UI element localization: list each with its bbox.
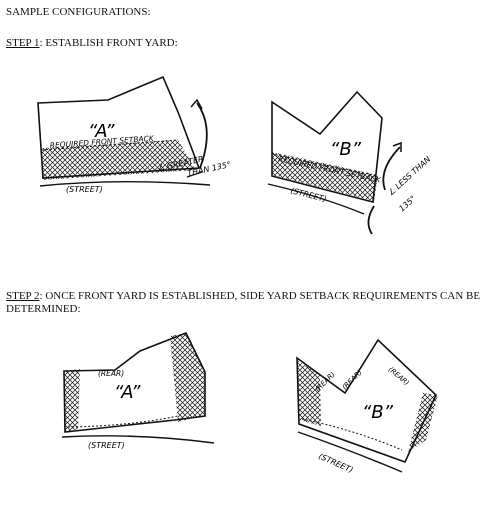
- lot2-b-setback-line: [301, 418, 403, 451]
- step-1-heading: STEP 1: ESTABLISH FRONT YARD:: [6, 37, 178, 50]
- lot-a-arrow-head: [190, 98, 203, 110]
- step1-lot-a: “A” REQUIRED FRONT SETBACK (STREET) ∠ GR…: [37, 75, 232, 194]
- lot2-a-rear-label: (REAR): [98, 369, 124, 378]
- lot-b-curl-arrow: [367, 205, 375, 235]
- page-title: SAMPLE CONFIGURATIONS:: [6, 6, 151, 18]
- step2-lot-b: “B” (REAR) (REAR) (REAR) (STREET): [296, 338, 438, 475]
- lot-a-angle-arrow: [196, 102, 208, 169]
- lot-b-angle-line1: ∠ LESS THAN: [386, 155, 432, 198]
- lot2-a-street-label: (STREET): [88, 441, 125, 450]
- lot2-a-outline: [63, 331, 206, 433]
- step1-lot-b: “B” REQUIRED FRONT SETBACK (STREET) ∠ LE…: [267, 90, 432, 235]
- step-2-heading: STEP 2: ONCE FRONT YARD IS ESTABLISHED, …: [6, 290, 486, 316]
- lot-a-setback-line: [41, 139, 179, 151]
- lot-b-angle-line2: 135°: [397, 194, 417, 214]
- step-1-text: : ESTABLISH FRONT YARD:: [39, 37, 178, 49]
- lot2-a-setback-line: [67, 415, 179, 428]
- step-1-label: STEP 1: [6, 37, 40, 49]
- lot2-b-rear-label-mid: (REAR): [341, 368, 364, 391]
- step2-lot-a: “A” (REAR) (STREET): [61, 331, 215, 450]
- step-2-text: : ONCE FRONT YARD IS ESTABLISHED, SIDE Y…: [6, 290, 481, 315]
- lot-b-arrow-head: [392, 141, 402, 152]
- lot2-b-street-label: (STREET): [317, 452, 354, 475]
- lot-b-angle-arrow: [382, 146, 401, 191]
- lot2-b-left-hatch: [297, 360, 321, 426]
- lot-a-street-label: (STREET): [66, 185, 103, 194]
- lot-a-outline: [37, 75, 201, 179]
- lot-a-pointer: [186, 171, 203, 178]
- lot-a-street-line: [39, 181, 211, 187]
- lot-b-front-hatch: [272, 152, 378, 201]
- lot2-a-street-line: [61, 435, 215, 444]
- lot2-a-left-hatch: [65, 369, 80, 432]
- lot-b-street-line: [267, 183, 365, 215]
- lot-a-label: “A”: [88, 121, 115, 142]
- lot2-a-right-hatch: [170, 333, 205, 422]
- lot2-a-label: “A”: [114, 382, 141, 403]
- step-2-label: STEP 2: [6, 290, 40, 302]
- lot-b-outline: [271, 90, 383, 204]
- lot-b-label: “B”: [330, 139, 362, 160]
- lot2-b-label: “B”: [362, 402, 394, 423]
- lot2-b-outline: [296, 338, 437, 463]
- lot2-b-street-line: [297, 431, 403, 473]
